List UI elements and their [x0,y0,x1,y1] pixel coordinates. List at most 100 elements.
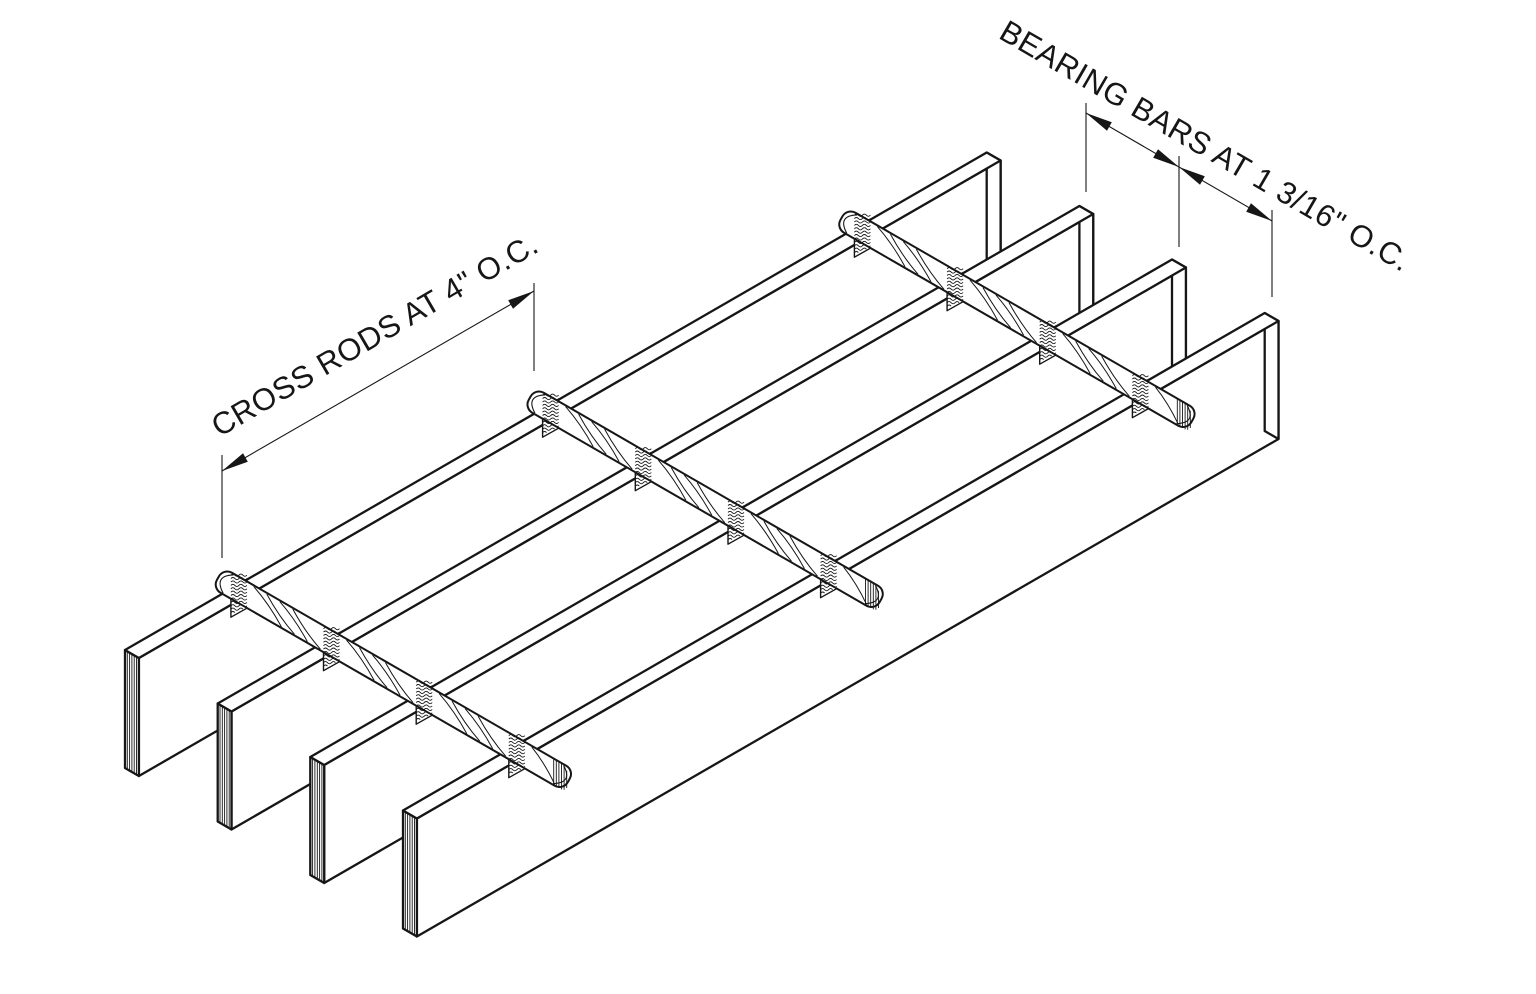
swage-hatch [415,690,433,694]
swage-hatch [415,697,433,701]
swage-hatch [946,297,964,301]
cross-rod-twist-line [292,608,321,650]
swage-hatch [415,694,433,698]
cross-rod-twist-line [372,654,401,696]
swage-hatch [854,213,871,217]
swage-hatch [727,527,745,531]
cross-rod-twist-line [763,520,792,562]
swage-hatch [634,484,640,487]
swage-hatch [415,707,433,711]
swage-hatch [1039,330,1057,334]
cross-rod [838,210,1196,430]
swage-hatch [946,290,964,295]
cross-rod-twist-line [877,226,906,267]
cross-rod-twist-line [982,287,1011,329]
swage-collar [946,292,964,312]
swage-hatch [854,227,871,231]
swage-collar [508,759,526,779]
swage-hatch [323,644,340,648]
swage-hatch [508,734,526,738]
swage-hatch [820,577,837,582]
swage-hatch [820,591,825,594]
swage-hatch [508,751,526,755]
swage-hatch [820,560,837,565]
rod-end-arc [219,574,234,594]
cross-rod [214,570,573,790]
cross-rod-twist-line [750,513,779,554]
swage-hatch [727,504,745,508]
swage-hatch [854,244,871,248]
swage-hatch [820,557,837,561]
swage-hatch [1132,384,1149,388]
swage-hatch [854,237,871,241]
swage-hatch [323,650,340,655]
swage-hatch [230,577,248,581]
swage-hatch [946,287,964,291]
dimension-arrow [222,453,248,471]
cross-rod-twist-line [438,693,468,734]
swage-collar [415,705,433,725]
swage-hatch [508,764,526,768]
cross-rod-twist-line [1062,333,1091,374]
swage-hatch [1039,341,1057,345]
swage-hatch [542,420,559,424]
swage-hatch [727,517,745,521]
cross-rod-twist-line [683,474,713,516]
swage-hatch [854,220,871,224]
cross-rod-twist-line [776,528,805,569]
swage-hatch [634,470,652,475]
swage-hatch [323,661,336,665]
swage-collar [853,238,872,258]
swage-hatch [230,604,248,608]
swage-hatch [1039,320,1057,324]
swage-hatch [820,588,833,592]
swage-collar [634,472,652,492]
swage-hatch [323,637,340,641]
swage-hatch [1039,337,1057,341]
cross-rod-twist-line [578,413,607,455]
swage-collar [541,418,560,438]
swage-hatch [1132,391,1149,395]
swage-hatch [1039,334,1057,338]
cross-rod-twist-line [1101,355,1130,397]
swage-hatch [1132,411,1137,414]
swage-collar [727,525,745,545]
cross-rod-twist-line [843,566,868,605]
cross-rod-twist-line [279,601,308,642]
swage-hatch [946,270,964,274]
swage-hatch [946,280,964,284]
swage-hatch [727,538,733,540]
swage-hatch [727,534,741,538]
cross-rod-twist-line [451,700,481,742]
swage-hatch [820,574,837,578]
cross-rod-twist-line [359,647,388,689]
swage-hatch [508,747,526,751]
cross-rod-twist-line [253,586,282,627]
swage-hatch [230,580,248,584]
cross-rod-twist-line [1155,386,1179,425]
swage-hatch [542,407,559,411]
swage-hatch [230,611,236,613]
swage-hatch [508,737,526,741]
swage-hatch [946,273,964,278]
swage-hatch [1132,408,1145,412]
swage-hatch [323,627,340,631]
bearing-bars-group [123,151,1280,938]
swage-hatch [634,460,652,464]
swage-hatch [1039,327,1057,331]
dimension-line [221,290,535,472]
swage-hatch [230,597,248,601]
cross-rod-twist-line [565,406,594,447]
swage-collar [230,598,248,618]
cross-rod-twist-line [1075,340,1104,382]
swage-hatch [634,477,652,481]
swage-hatch [727,500,745,504]
swage-hatch [508,768,522,772]
swage-hatch [323,630,340,634]
swage-collar [819,579,838,599]
swage-hatch [508,757,526,762]
swage-hatch [508,744,526,748]
swage-hatch [1132,394,1149,398]
cross-rod-twist-line [657,459,687,501]
